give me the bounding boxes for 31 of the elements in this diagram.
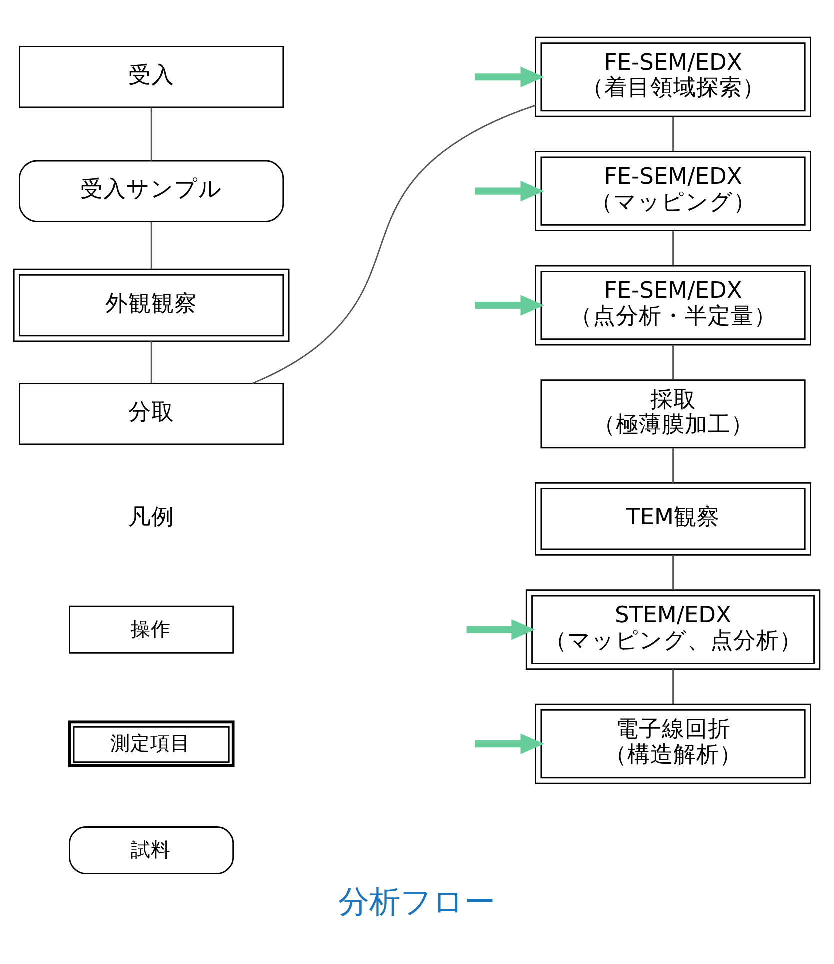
arrow [475,294,544,316]
node-box: FE-SEM/EDX （着目領域探索） [535,36,812,117]
connector [150,341,152,383]
legend-label: 操作 [131,617,172,640]
node-box: FE-SEM/EDX （点分析・半定量） [535,264,812,346]
node-box: 外観観察 [13,268,290,342]
connector [672,669,674,704]
node-box: TEM観察 [535,482,812,556]
node-box: 分取 [19,382,284,445]
node-box: STEM/EDX （マッピング、点分析） [526,589,821,670]
connector [252,104,536,384]
connector [672,344,674,380]
node-box: 受入サンプル [19,160,284,222]
connector [672,116,674,152]
arrow [466,619,536,640]
connector [150,222,152,270]
arrow [475,180,544,202]
node-box: 電子線回折 （構造解析） [535,703,812,784]
diagram-title: 分析フロー [338,884,496,920]
connector [672,448,674,483]
node-box: 採取 （極薄膜加工） [540,379,806,448]
label: 凡例 [128,504,175,530]
legend-label: 試料 [131,838,172,861]
connector [150,107,152,160]
node-box: 受入 [19,46,284,108]
connector [672,230,674,266]
legend-label: 測定項目 [110,731,191,754]
connector [672,554,674,590]
node-box: FE-SEM/EDX （マッピング） [535,150,812,232]
arrow [475,66,544,87]
arrow [475,733,544,754]
